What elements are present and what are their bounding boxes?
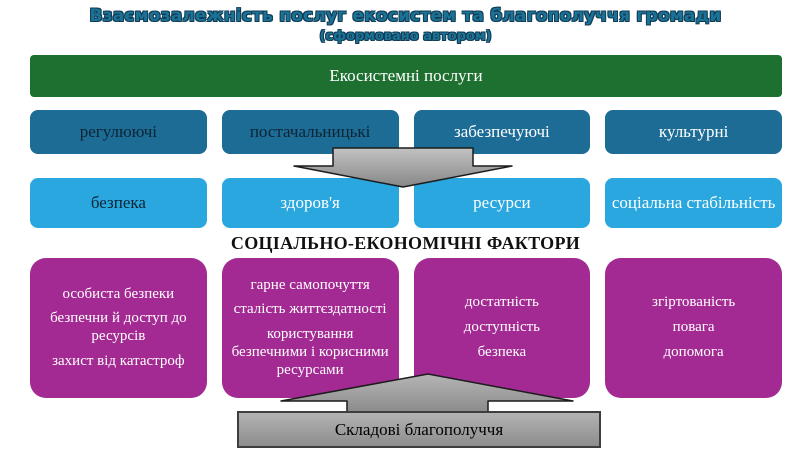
detail-item: згіртованість — [652, 294, 736, 311]
up-arrow-icon — [280, 373, 574, 413]
socio-economic-heading: СОЦІАЛЬНО-ЕКОНОМІЧНІ ФАКТОРИ — [230, 233, 581, 253]
detail-item: повага — [672, 319, 715, 336]
detail-item: доступність — [463, 319, 541, 336]
factor-details-row: особиста безпеки безпечни й доступ до ре… — [30, 258, 782, 398]
detail-item: достатність — [464, 294, 539, 311]
wellbeing-footer-label: Складові благополуччя — [334, 419, 504, 439]
factor-label: здоров'я — [280, 193, 340, 213]
detail-box-social: згіртованість повага допомога — [605, 258, 782, 398]
detail-item: сталість життєздатності — [233, 301, 387, 318]
factor-label: соціальна стабільність — [611, 193, 776, 213]
service-type-label: регулюючі — [79, 122, 158, 141]
detail-item: гарне самопочуття — [250, 276, 370, 293]
factor-label: безпека — [90, 193, 146, 213]
detail-item: захист від катастроф — [52, 352, 185, 369]
wellbeing-factors-row: безпека здоров'я ресурси соціальна стабі… — [30, 178, 782, 228]
detail-item: безпека — [477, 343, 527, 360]
factor-box-health: здоров'я — [221, 178, 399, 228]
down-arrow-icon — [293, 147, 513, 188]
detail-item: безпечни й доступ до ресурсів — [50, 310, 187, 344]
factor-box-social-stability: соціальна стабільність — [605, 178, 782, 228]
service-type-box-cultural: культурні — [605, 110, 782, 154]
ecosystem-services-bar: Екосистемні послуги — [30, 55, 782, 97]
detail-item: особиста безпеки — [62, 285, 175, 302]
service-types-row: регулюючі постачальницькі забезпечуючі к… — [30, 110, 782, 154]
service-type-label: забезпечуючі — [454, 122, 550, 141]
service-type-label: постачальницькі — [249, 122, 371, 141]
factor-box-resources: ресурси — [413, 178, 591, 228]
detail-box-health: гарне самопочуття сталість життєздатност… — [221, 258, 399, 398]
service-type-box-regulating: регулюючі — [30, 110, 207, 154]
wellbeing-footer-box: Складові благополуччя — [237, 411, 601, 448]
page-subtitle: (сформовано автором) — [319, 29, 492, 44]
detail-item: допомога — [663, 343, 724, 360]
service-type-box-supporting: забезпечуючі — [413, 110, 591, 154]
ecosystem-services-label: Екосистемні послуги — [329, 66, 483, 85]
detail-box-resources: достатність доступність безпека — [413, 258, 591, 398]
page-title: Взаємозалежність послуг екосистем та бла… — [89, 6, 722, 26]
factor-label: ресурси — [473, 193, 531, 213]
detail-item: користування безпечними і корисними ресу… — [231, 326, 389, 378]
service-type-box-provisioning: постачальницькі — [221, 110, 399, 154]
detail-box-safety: особиста безпеки безпечни й доступ до ре… — [30, 258, 207, 398]
service-type-label: культурні — [658, 122, 729, 141]
factor-box-safety: безпека — [30, 178, 207, 228]
